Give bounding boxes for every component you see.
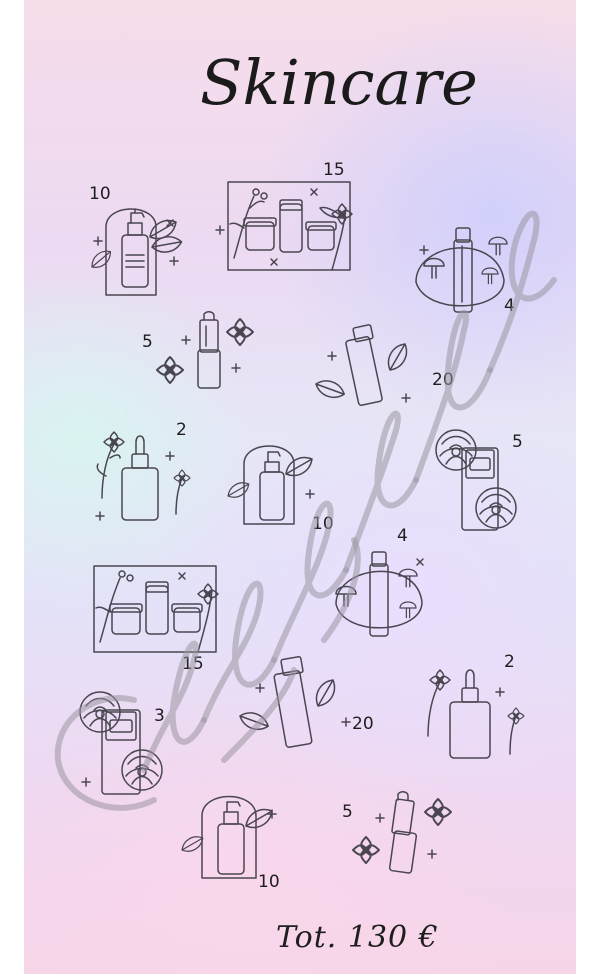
right-margin <box>576 0 600 974</box>
item-9-price: 4 <box>397 526 408 546</box>
item-7-price: 10 <box>312 514 334 534</box>
item-4-price: 5 <box>142 332 153 352</box>
item-12-price: 2 <box>504 652 515 672</box>
item-10-price: 15 <box>182 654 204 674</box>
title-svg: Skincare <box>200 46 478 119</box>
item-14-price: 10 <box>258 872 280 892</box>
item-13-price: 3 <box>154 706 165 726</box>
item-11-price: 20 <box>352 714 374 734</box>
item-8-price: 5 <box>512 432 523 452</box>
dropper-bottle-flowers-icon <box>95 431 191 521</box>
item-5-price: 20 <box>432 370 454 390</box>
total-price: Tot. 130 € <box>276 920 439 955</box>
tube-bottle-mushrooms-icon <box>415 227 508 313</box>
toner-bottle-leaves-icon <box>236 655 351 748</box>
item-15-price: 5 <box>342 802 353 822</box>
cream-jar-peonies-icon <box>435 429 517 531</box>
skincare-set-box-icon <box>215 181 353 271</box>
skincare-price-card: Skincare 10 <box>24 0 576 974</box>
serum-pump-bottle-arch-icon <box>87 208 184 296</box>
item-3-price: 4 <box>504 296 515 316</box>
lipstick-flowers-icon <box>352 791 452 874</box>
lipstick-flowers-icon <box>156 311 254 389</box>
serum-pump-bottle-arch-icon <box>224 445 317 525</box>
item-6-price: 2 <box>176 420 187 440</box>
serum-pump-bottle-arch-icon <box>178 795 277 879</box>
item-2-price: 15 <box>323 160 345 180</box>
tube-bottle-mushrooms-icon <box>335 551 424 637</box>
skincare-set-box-icon <box>93 565 219 653</box>
toner-bottle-leaves-icon <box>312 324 413 406</box>
dropper-bottle-flowers-icon <box>427 669 525 759</box>
left-margin <box>0 0 24 974</box>
item-1-price: 10 <box>89 184 111 204</box>
page-title: Skincare <box>200 46 478 119</box>
